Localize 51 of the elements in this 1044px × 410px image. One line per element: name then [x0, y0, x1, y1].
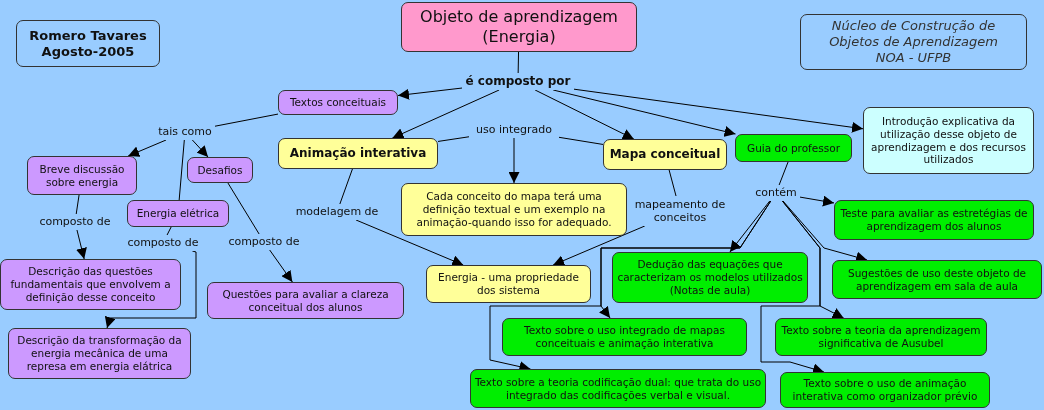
arrow — [573, 88, 864, 133]
concept-box: Texto sobre a teoria codificação dual: que trata do uso integrado das codificações verbal e visual. — [470, 369, 766, 408]
concept-box: Dedução das equações que caracterizam os modelos utilizados (Notas de aula) — [612, 252, 808, 303]
connector-line — [75, 194, 80, 215]
linking-phrase: tais como — [155, 124, 215, 140]
institution-box: Núcleo de Construção de Objetos de Aprendizagem NOA - UFPB — [800, 14, 1027, 70]
connector-line — [214, 113, 279, 127]
connector-line — [339, 168, 353, 205]
connector-line — [166, 226, 172, 236]
concept-box: Guia do professor — [735, 134, 852, 162]
arrow — [127, 139, 167, 157]
concept-box: Desafios — [187, 157, 253, 183]
arrow — [552, 89, 736, 137]
concept-box: Animação interativa — [278, 138, 438, 169]
arrow — [552, 225, 646, 266]
concept-box: Texto sobre o uso integrado de mapas conceituais e animação interativa — [502, 318, 747, 356]
concept-box: Cada conceito do mapa terá uma definição textual e um exemplo na animação-quando isso for adequado. — [401, 183, 627, 236]
concept-box: Texto sobre o uso de animação interativa como organizador prévio — [780, 372, 990, 408]
concept-box: Teste para avaliar as estretégias de aprendizagem dos alunos — [834, 200, 1034, 240]
linking-phrase: modelagem de — [293, 204, 381, 220]
connector-line — [558, 136, 604, 145]
arrow — [799, 195, 835, 207]
author-box: Romero Tavares Agosto-2005 — [16, 20, 160, 67]
arrow — [76, 229, 87, 260]
arrow — [104, 250, 197, 329]
concept-box: Energia - uma propriedade dos sistema — [426, 265, 591, 303]
arrow — [391, 89, 500, 139]
title-box: Objeto de aprendizagem (Energia) — [401, 2, 637, 52]
arrow — [397, 87, 463, 100]
concept-box: Descrição das questões fundamentais que envolvem a definição desse conceito — [0, 259, 181, 310]
connector-line — [178, 139, 185, 201]
concept-box: Mapa conceitual — [603, 139, 727, 170]
connector-line — [668, 169, 677, 197]
arrow — [508, 137, 520, 184]
concept-box: Breve discussão sobre energia — [27, 156, 137, 195]
concept-box: Textos conceituais — [278, 90, 398, 115]
concept-box: Introdução explicativa da utilização desse objeto de aprendizagem e dos recursos utilizados — [863, 107, 1034, 174]
arrow — [355, 219, 464, 266]
connector-line — [778, 161, 789, 186]
arrow — [729, 200, 771, 253]
arrow — [269, 249, 293, 283]
connector-line — [437, 136, 470, 142]
concept-box: Energia elétrica — [127, 200, 229, 227]
concept-box: Descrição da transformação da energia mecânica de uma represa em energia elátrica — [8, 328, 191, 379]
arrow — [191, 139, 209, 158]
connector-line — [227, 182, 260, 235]
concept-box: Texto sobre a teoria da aprendizagem significativa de Ausubel — [775, 318, 987, 356]
connector-line — [517, 51, 520, 74]
arrow — [534, 89, 635, 140]
concept-box: Questões para avaliar a clareza conceitual dos alunos — [207, 282, 404, 319]
concept-box: Sugestões de uso deste objeto de aprendizagem em sala de aula — [832, 260, 1042, 299]
